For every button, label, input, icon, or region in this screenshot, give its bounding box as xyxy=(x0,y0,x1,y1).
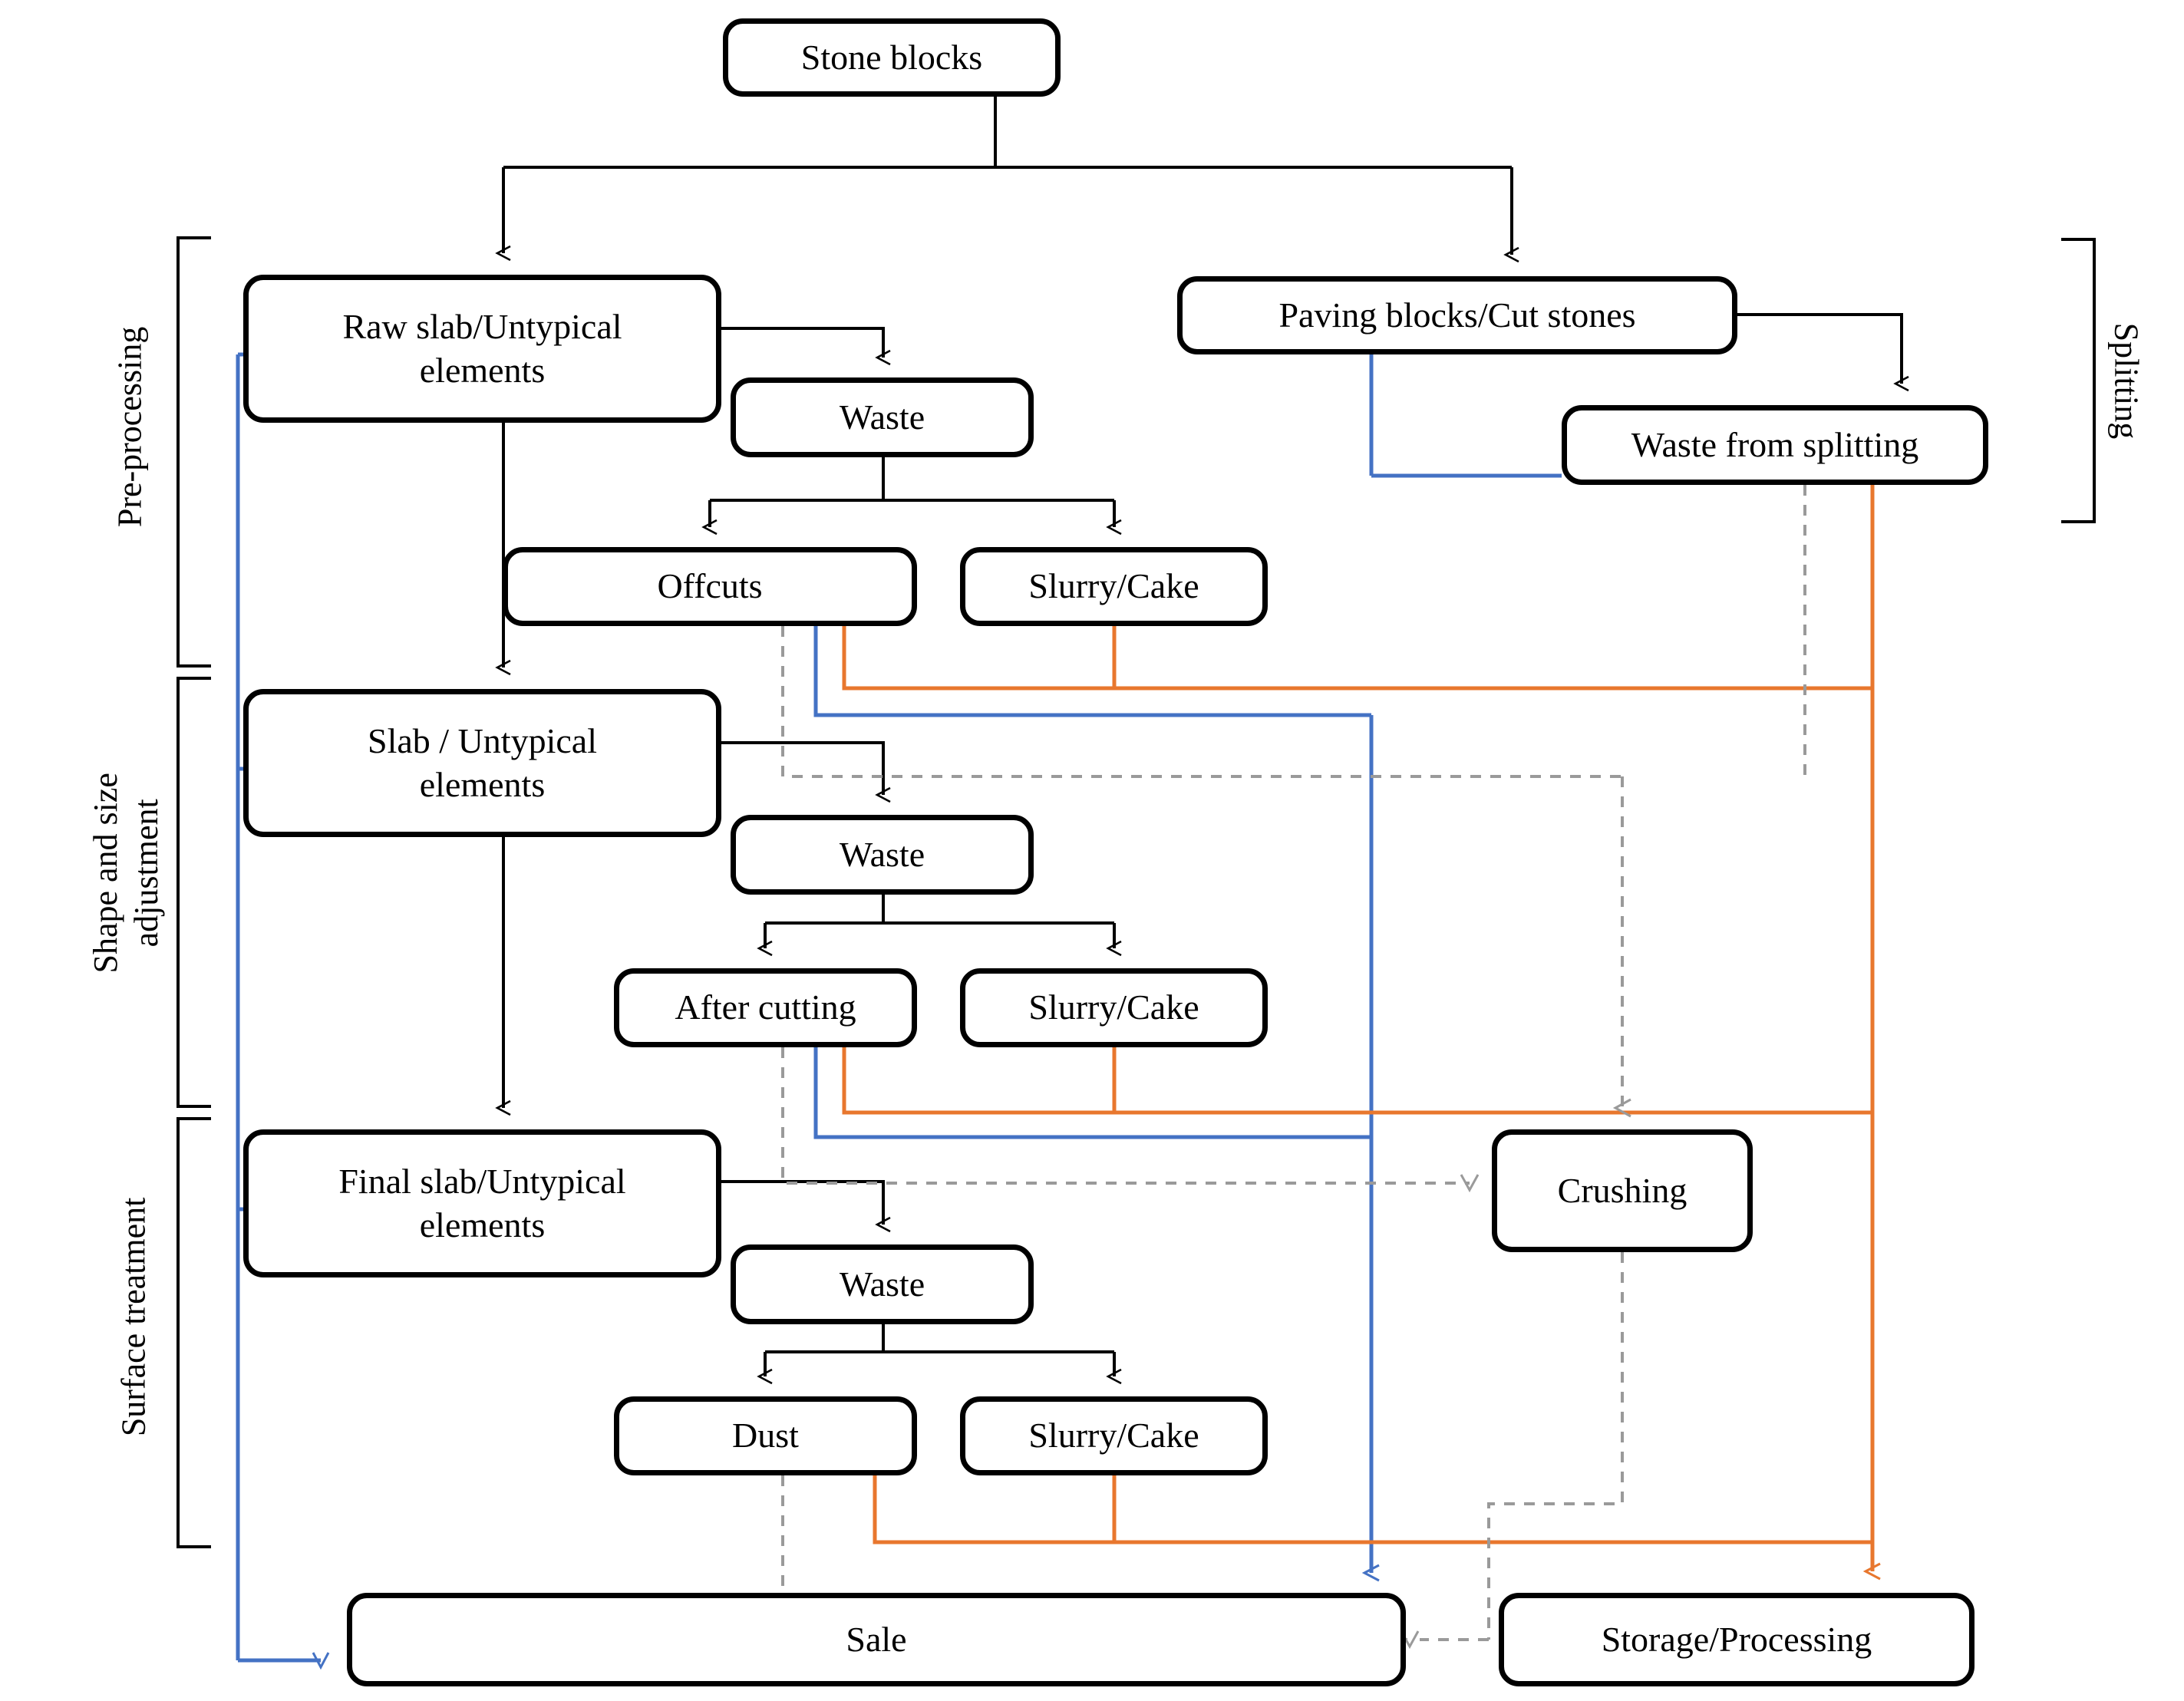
node-waste-2-label: Waste xyxy=(839,834,925,874)
node-waste-1-label: Waste xyxy=(839,397,925,437)
node-raw-slab-label: Raw slab/Untypical elements xyxy=(342,307,622,390)
node-slurry-cake-2[interactable]: Slurry/Cake xyxy=(960,968,1268,1047)
node-waste-3[interactable]: Waste xyxy=(731,1244,1034,1324)
node-dust-label: Dust xyxy=(732,1416,799,1455)
node-sale[interactable]: Sale xyxy=(347,1593,1406,1686)
node-final-slab-label: Final slab/Untypical elements xyxy=(338,1162,626,1244)
node-waste-3-label: Waste xyxy=(839,1264,925,1304)
node-storage-processing-label: Storage/Processing xyxy=(1601,1619,1872,1659)
node-offcuts-label: Offcuts xyxy=(657,566,763,606)
node-paving-blocks-label: Paving blocks/Cut stones xyxy=(1278,295,1636,335)
node-crushing-label: Crushing xyxy=(1557,1170,1687,1210)
node-slurry-cake-1-label: Slurry/Cake xyxy=(1028,566,1199,606)
group-label-splitting: Splitting xyxy=(2107,322,2146,440)
node-final-slab[interactable]: Final slab/Untypical elements xyxy=(243,1129,721,1277)
group-label-shape-and-size-adjustment: Shape and size adjustment xyxy=(87,773,165,974)
node-slurry-cake-1[interactable]: Slurry/Cake xyxy=(960,547,1268,626)
node-stone-blocks[interactable]: Stone blocks xyxy=(723,18,1061,97)
node-waste-2[interactable]: Waste xyxy=(731,815,1034,895)
group-label-surface-treatment: Surface treatment xyxy=(114,1197,153,1437)
node-crushing[interactable]: Crushing xyxy=(1492,1129,1753,1252)
node-slurry-cake-3[interactable]: Slurry/Cake xyxy=(960,1396,1268,1475)
node-slab[interactable]: Slab / Untypical elements xyxy=(243,689,721,837)
node-dust[interactable]: Dust xyxy=(614,1396,917,1475)
node-after-cutting-label: After cutting xyxy=(675,987,856,1027)
node-slab-label: Slab / Untypical elements xyxy=(368,721,597,804)
group-label-pre-processing: Pre-processing xyxy=(111,326,149,528)
node-slurry-cake-2-label: Slurry/Cake xyxy=(1028,987,1199,1027)
node-storage-processing[interactable]: Storage/Processing xyxy=(1499,1593,1975,1686)
node-stone-blocks-label: Stone blocks xyxy=(800,37,983,77)
node-sale-label: Sale xyxy=(846,1619,907,1659)
node-raw-slab[interactable]: Raw slab/Untypical elements xyxy=(243,275,721,423)
node-slurry-cake-3-label: Slurry/Cake xyxy=(1028,1416,1199,1455)
node-paving-blocks[interactable]: Paving blocks/Cut stones xyxy=(1177,276,1737,354)
node-waste-1[interactable]: Waste xyxy=(731,377,1034,457)
node-offcuts[interactable]: Offcuts xyxy=(503,547,917,626)
node-after-cutting[interactable]: After cutting xyxy=(614,968,917,1047)
node-waste-from-splitting-label: Waste from splitting xyxy=(1631,424,1919,464)
node-waste-from-splitting[interactable]: Waste from splitting xyxy=(1562,405,1988,485)
